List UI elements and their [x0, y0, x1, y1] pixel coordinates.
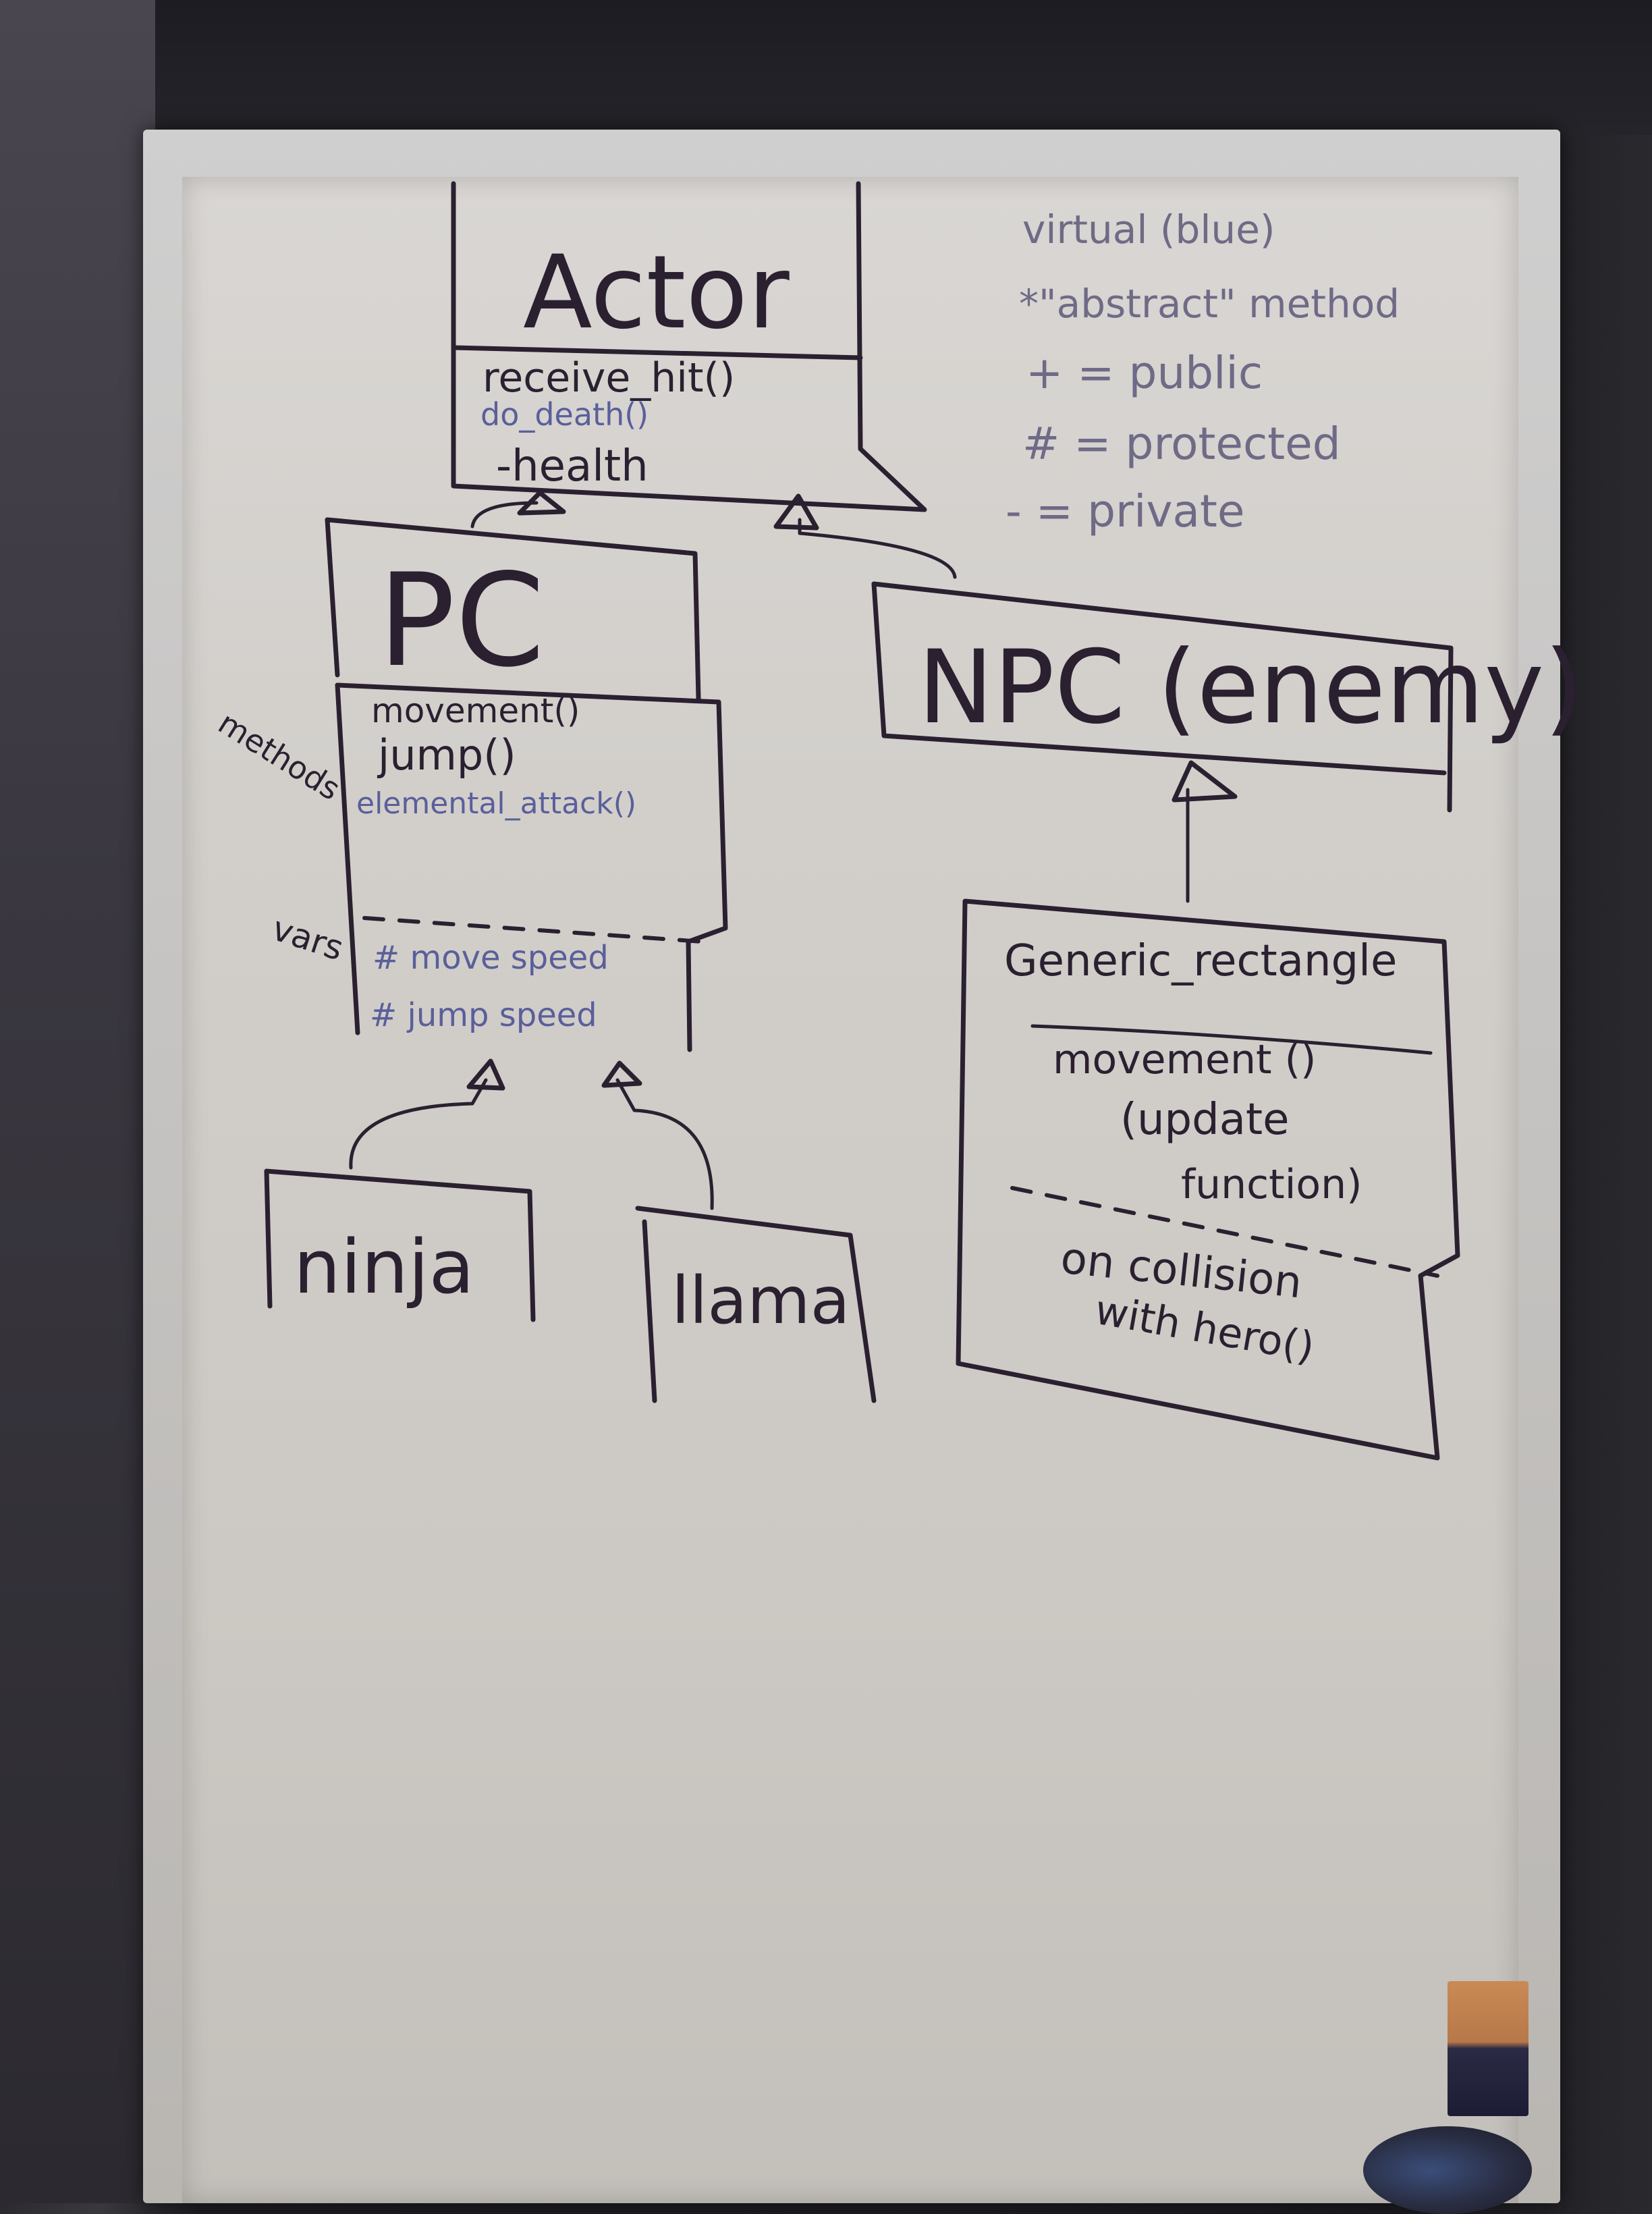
- actor-box: [451, 181, 927, 512]
- generic-rectangle-dashed: [1010, 1186, 1439, 1278]
- pc-box-body: [335, 682, 728, 1052]
- legend-line: - = private: [1006, 485, 1244, 537]
- llama-class: llama: [635, 1206, 877, 1403]
- legend-line: *"abstract" method: [1019, 281, 1400, 327]
- legend: virtual (blue) *"abstract" method + = pu…: [1006, 207, 1400, 537]
- pc-method: jump(): [377, 730, 516, 780]
- marker-icon: [1363, 2126, 1532, 2214]
- npc-actor-arrow: [773, 493, 957, 579]
- actor-member: do_death(): [480, 396, 649, 433]
- pc-var: # jump speed: [370, 996, 597, 1034]
- generic-rectangle-box: [956, 898, 1460, 1461]
- actor-member: receive_hit(): [483, 354, 735, 402]
- pc-var: # move speed: [373, 939, 609, 977]
- generic-rectangle-extra: on collision: [1058, 1233, 1304, 1308]
- ninja-title: ninja: [294, 1224, 474, 1310]
- ninja-class: ninja: [264, 1168, 536, 1322]
- llama-pc-arrow: [601, 1060, 714, 1210]
- pc-class: PC movement() jump() elemental_attack() …: [212, 517, 728, 1052]
- actor-class: Actor receive_hit() do_death() -health: [451, 181, 927, 512]
- generic-rectangle-method: (update: [1120, 1095, 1289, 1145]
- generic-rectangle-divider: [1030, 1024, 1433, 1055]
- background-wall-top: [0, 0, 1652, 135]
- npc-box-top: [871, 581, 1454, 813]
- pc-side-label-methods: methods: [212, 705, 347, 808]
- legend-line: virtual (blue): [1022, 207, 1275, 252]
- pc-box-left2: [335, 682, 360, 1035]
- generic-rectangle-method: movement (): [1053, 1036, 1316, 1083]
- npc-box-body: [871, 581, 1447, 776]
- generic-rectangle-title: Generic_rectangle: [1004, 936, 1397, 986]
- pc-box-top: [325, 517, 701, 701]
- legend-line: # = protected: [1022, 418, 1341, 470]
- background-wall-left: [0, 0, 155, 2203]
- actor-title: Actor: [523, 234, 790, 352]
- ninja-box-left: [264, 1168, 273, 1309]
- pc-divider: [362, 916, 704, 944]
- pc-actor-arrow: [470, 490, 566, 529]
- generic-npc-arrow: [1172, 760, 1238, 903]
- llama-box: [635, 1206, 877, 1403]
- pc-box-left: [325, 517, 340, 678]
- generic-rectangle-class: Generic_rectangle movement () (update fu…: [956, 898, 1460, 1461]
- whiteboard-surface: [182, 177, 1518, 2203]
- actor-member: -health: [496, 441, 649, 491]
- legend-line: + = public: [1026, 347, 1263, 399]
- generic-rectangle-method: function): [1181, 1161, 1362, 1208]
- pc-method: elemental_attack(): [356, 786, 636, 821]
- ninja-box: [264, 1168, 536, 1322]
- llama-box-left: [642, 1219, 657, 1403]
- ninja-pc-arrow: [349, 1058, 505, 1170]
- pc-method: movement(): [371, 691, 580, 730]
- npc-title: NPC (enemy): [918, 629, 1584, 747]
- pc-side-label-vars: vars: [267, 909, 348, 968]
- npc-class: NPC (enemy): [871, 581, 1584, 813]
- actor-divider: [451, 345, 863, 360]
- magnet-icon: [1448, 1981, 1529, 2116]
- llama-title: llama: [671, 1263, 850, 1339]
- pc-title: PC: [378, 546, 545, 695]
